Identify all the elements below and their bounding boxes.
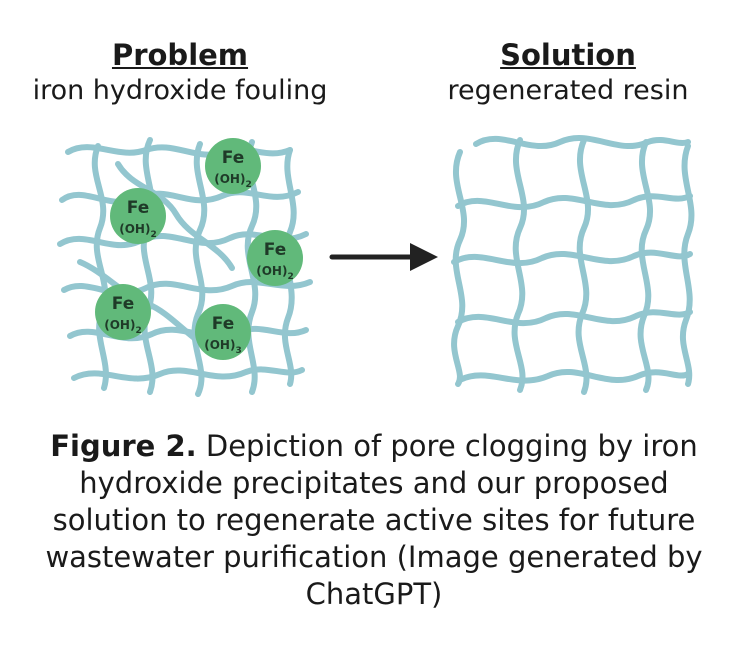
svg-text:(OH)2: (OH)2 xyxy=(119,222,156,240)
figure-caption-text: Depiction of pore clogging by iron hydro… xyxy=(45,429,703,611)
svg-text:Fe: Fe xyxy=(212,314,234,334)
svg-text:Fe: Fe xyxy=(112,294,134,314)
svg-text:(OH)2: (OH)2 xyxy=(104,318,141,336)
svg-text:Fe: Fe xyxy=(264,240,286,260)
regenerated-resin-network xyxy=(451,135,695,395)
figure-caption: Figure 2. Depiction of pore clogging by … xyxy=(40,428,708,613)
figure-caption-lead: Figure 2. xyxy=(50,429,197,463)
right-arrow-icon xyxy=(329,243,438,271)
svg-text:(OH)2: (OH)2 xyxy=(256,264,293,282)
solution-heading: Solution regenerated resin xyxy=(398,38,738,108)
svg-text:(OH)3: (OH)3 xyxy=(204,338,241,356)
solution-title: Solution xyxy=(500,38,636,72)
svg-text:(OH)2: (OH)2 xyxy=(214,172,251,190)
svg-text:Fe: Fe xyxy=(222,148,244,168)
fe-oh2-particle-lower-left: Fe (OH)2 xyxy=(95,284,151,340)
fe-oh2-particle-upper-left: Fe (OH)2 xyxy=(110,188,166,244)
problem-subtitle: iron hydroxide fouling xyxy=(32,75,328,106)
solution-subtitle: regenerated resin xyxy=(447,75,689,106)
fe-oh2-particle-right: Fe (OH)2 xyxy=(247,230,303,286)
svg-text:Fe: Fe xyxy=(127,198,149,218)
fouling-diagram: Fe (OH)2 Fe (OH)2 Fe (OH)2 Fe (OH)2 Fe (… xyxy=(57,135,695,397)
problem-title: Problem xyxy=(111,38,249,72)
fe-oh2-particle-top: Fe (OH)2 xyxy=(205,138,261,194)
problem-heading: Problem iron hydroxide fouling xyxy=(10,38,350,108)
fe-oh3-particle-bottom: Fe (OH)3 xyxy=(195,304,251,360)
